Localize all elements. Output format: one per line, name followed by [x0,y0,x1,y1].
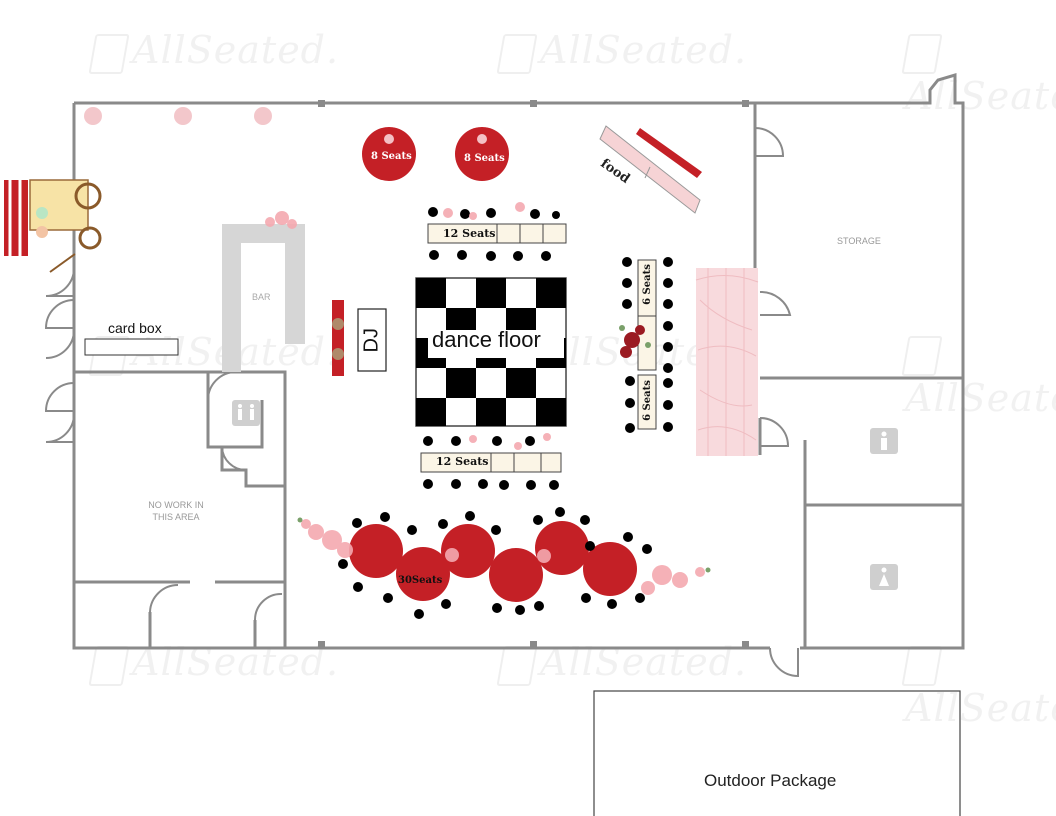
bar-label: BAR [252,292,271,302]
no-work-area-label: NO WORK IN THIS AREA [148,500,204,522]
card-box-table [84,338,179,356]
round-table-8-right [455,127,509,181]
floral-arrangements [265,202,711,595]
dj-label: DJ [360,328,383,353]
side-table-bottom-label: 6 Seats [641,380,653,421]
pink-drapes [695,268,759,456]
banquet-bottom-label: 12 Seats [436,455,489,468]
watermark: AllSeated. [496,28,747,74]
round-table-cluster [349,521,637,602]
round-cluster-label: 30Seats [398,575,443,586]
dj-booth [357,308,387,372]
watermark: AllSeated. [88,28,339,74]
banquet-table-top [427,223,567,244]
food-tables [599,125,702,214]
door-swings [44,127,799,678]
chairs-round-cluster [338,507,652,619]
banquet-table-bottom [420,452,562,473]
watermark: AllSeated. [901,330,1056,420]
round-table-8-right-label: 8 Seats [464,153,505,164]
outdoor-package-label: Outdoor Package [704,771,837,790]
chairs-side-tables [622,257,673,433]
side-table-top-label: 6 Seats [641,264,653,305]
building-walls [72,72,965,650]
chairs-banquet-top [428,207,560,261]
food-cart [4,179,102,273]
dj-riser [332,300,344,376]
card-box-label: card box [108,320,162,336]
watermark: AllSeated. [901,640,1056,730]
bar-counter [222,224,305,372]
dance-floor [415,277,567,427]
side-table-bottom [637,374,657,430]
columns [318,100,749,648]
round-table-8-left-label: 8 Seats [371,151,412,162]
round-table-8-left [362,127,416,181]
outdoor-package-area [593,690,961,816]
storage-label: STORAGE [837,236,881,246]
chairs-banquet-bottom [423,436,559,490]
ceiling-lights [84,107,272,125]
dance-floor-label: dance floor [432,327,541,352]
banquet-top-label: 12 Seats [443,227,496,240]
